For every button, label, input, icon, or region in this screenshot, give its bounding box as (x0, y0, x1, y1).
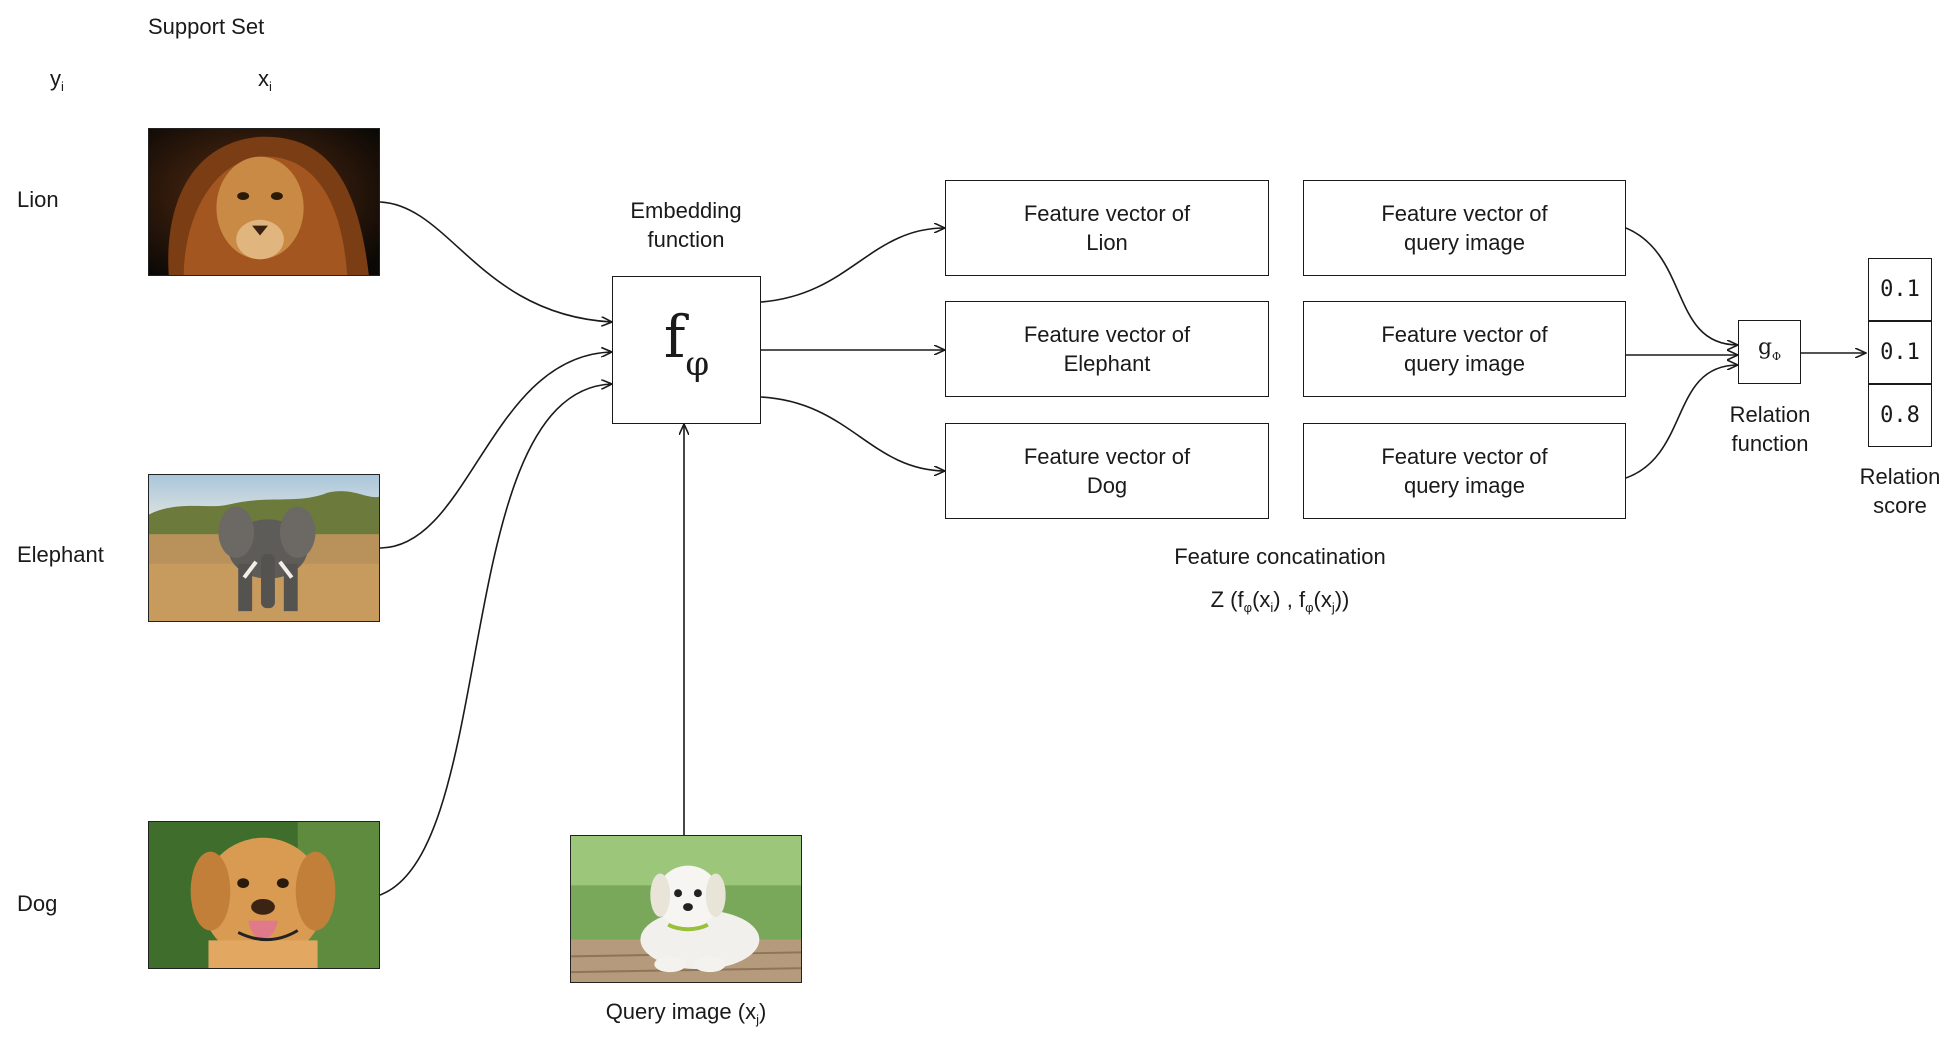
relation-score-cell-1: 0.1 (1868, 258, 1932, 321)
relation-score-cell-2: 0.1 (1868, 321, 1932, 384)
arrow-query3-to-relation (1625, 365, 1738, 479)
relation-symbol: gΦ (1757, 335, 1782, 363)
support-set-title: Support Set (148, 14, 265, 39)
arrow-elephant-to-embedding (379, 352, 612, 549)
relation-score-cell-3: 0.8 (1868, 384, 1932, 447)
relation-score-caption: Relation score (1859, 464, 1941, 518)
class-label-lion: Lion (17, 187, 59, 212)
class-label-elephant: Elephant (17, 542, 104, 567)
embedding-symbol: fφ (663, 302, 710, 384)
feature-concatenation-formula: Z (fφ(xi) , fφ(xj)) (1210, 587, 1350, 615)
label-column-header: yi (50, 66, 64, 94)
image-column-header: xi (258, 66, 272, 94)
arrow-embedding-to-lion-vector (760, 228, 945, 303)
lion-image (148, 128, 380, 276)
embedding-function-caption: Embedding function (630, 198, 742, 252)
class-label-dog: Dog (17, 891, 58, 916)
relation-function-box: gΦ (1738, 320, 1801, 384)
feature-concatenation-title: Feature concatination (1174, 544, 1386, 569)
relation-function-caption: Relation function (1729, 402, 1811, 456)
dog-image (148, 821, 380, 969)
embedding-function-box: fφ (612, 276, 761, 424)
elephant-image (148, 474, 380, 622)
arrow-query1-to-relation (1625, 227, 1738, 345)
query-image-caption: Query image (xj) (605, 999, 767, 1027)
arrow-embedding-to-dog-vector (760, 396, 945, 471)
arrow-lion-to-embedding (379, 201, 612, 322)
arrow-dog-to-embedding (379, 384, 612, 896)
query-image (570, 835, 802, 983)
